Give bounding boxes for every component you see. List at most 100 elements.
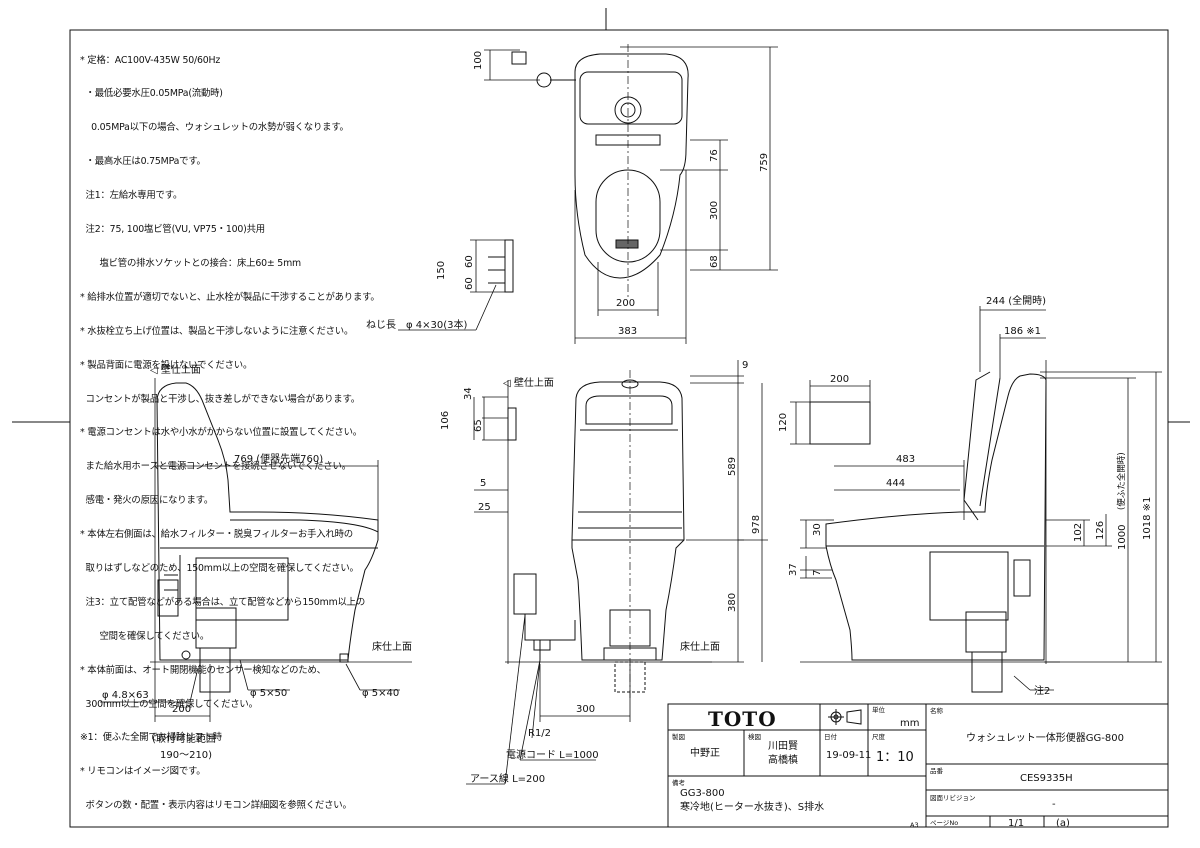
side-left-dimensions: [100, 460, 400, 722]
svg-text:mm: mm: [900, 718, 919, 729]
svg-text:19-09-11: 19-09-11: [826, 750, 871, 761]
svg-text:製図: 製図: [672, 732, 685, 741]
svg-text:444: 444: [886, 478, 905, 489]
svg-text:◁ 壁仕上面: ◁ 壁仕上面: [503, 376, 554, 389]
svg-text:A3: A3: [910, 821, 919, 829]
note-line: コンセントが製品と干渉し、抜き差しができない場合があります。: [80, 393, 361, 405]
toto-logo: TOTO: [708, 707, 777, 731]
svg-text:300: 300: [709, 201, 720, 220]
note-line: * 給排水位置が適切でないと、止水栓が製品に干渉することがあります。: [80, 291, 380, 303]
svg-text:9: 9: [742, 360, 748, 371]
annotation-labels: ◁ 壁仕上面 ◁ 壁仕上面 床仕上面 床仕上面 ねじ長 φ 4×30(3本) φ…: [102, 318, 1050, 785]
svg-text:R1/2: R1/2: [528, 728, 551, 739]
svg-text:1/1: 1/1: [1008, 818, 1024, 829]
svg-text:電源コード L=1000: 電源コード L=1000: [506, 748, 599, 761]
svg-text:769 (便器先端760): 769 (便器先端760): [234, 452, 323, 465]
note-line: * 電源コンセントは水や小水がかからない位置に設置してください。: [80, 427, 362, 439]
title-block: [667, 703, 1169, 828]
svg-text:200: 200: [830, 374, 849, 385]
note-line: ・最低必要水圧0.05MPa(流動時): [80, 88, 223, 100]
svg-text:978: 978: [751, 515, 762, 534]
svg-text:100: 100: [473, 51, 484, 70]
note-line: 300mm以上の空間を確保してください。: [80, 698, 258, 710]
svg-text:図面リビジョン: 図面リビジョン: [930, 793, 976, 802]
svg-text:60: 60: [464, 277, 475, 290]
svg-text:-: -: [1052, 799, 1056, 810]
svg-text:日付: 日付: [824, 732, 838, 741]
svg-text:高橋槙: 高橋槙: [768, 753, 798, 766]
note-line: * 製品背面に電源を設けないでください。: [80, 359, 253, 371]
svg-text:名称: 名称: [930, 706, 944, 715]
note-line: * リモコンはイメージ図です。: [80, 766, 206, 778]
svg-text:注2: 注2: [1034, 684, 1050, 697]
svg-text:106: 106: [440, 411, 451, 430]
note-line: * 本体前面は、オート開閉機能のセンサー検知などのため、: [80, 664, 326, 676]
svg-text:380: 380: [727, 593, 738, 612]
svg-text:589: 589: [727, 457, 738, 476]
svg-text:190～210): 190～210): [160, 750, 212, 761]
svg-text:ページNo: ページNo: [930, 819, 958, 827]
note-line: * 水抜栓立ち上げ位置は、製品と干渉しないように注意ください。: [80, 325, 354, 337]
note-line: * 本体左右側面は、給水フィルター・脱臭フィルターお手入れ時の: [80, 529, 353, 541]
svg-text:65: 65: [473, 419, 484, 432]
plan-view: [488, 44, 689, 300]
svg-text:150: 150: [436, 261, 447, 280]
svg-text:中野正: 中野正: [690, 746, 720, 759]
svg-text:126: 126: [1095, 521, 1106, 540]
front-view: [507, 370, 685, 700]
svg-text:φ 5×40: φ 5×40: [362, 688, 399, 699]
note-line: ・最高水圧は0.75MPaです。: [80, 156, 206, 168]
svg-text:300: 300: [576, 704, 595, 715]
svg-text:尺度: 尺度: [872, 732, 886, 741]
svg-text:φ 4.8×63: φ 4.8×63: [102, 690, 149, 701]
note-line: 塩ビ管の排水ソケットとの接合：床上60± 5mm: [80, 257, 301, 269]
svg-text:φ 5×50: φ 5×50: [250, 688, 287, 699]
front-dimensions: [466, 360, 768, 785]
svg-text:200: 200: [172, 704, 191, 715]
svg-text:1000: 1000: [1117, 525, 1128, 550]
svg-text:200: 200: [616, 298, 635, 309]
svg-text:483: 483: [896, 454, 915, 465]
svg-text:検図: 検図: [748, 732, 761, 741]
title-block-text: TOTO 単位 mm 名称 ウォシュレット一体形便器GG-800 製図 中野正 …: [672, 705, 1124, 829]
side-view-left: [154, 378, 379, 693]
projection-symbol: [828, 709, 862, 725]
svg-text:37: 37: [788, 563, 799, 576]
svg-text:CES9335H: CES9335H: [1020, 773, 1073, 784]
spec-notes: * 定格：AC100V-435W 50/60Hz ・最低必要水圧0.05MPa(…: [80, 32, 380, 823]
dimension-labels: 100 759 76 300 68 200 383 150 60 60 769 …: [172, 51, 1153, 715]
side-right-dimensions: [790, 306, 1162, 691]
svg-text:25: 25: [478, 502, 491, 513]
note-line: 注1：左給水専用です。: [80, 190, 183, 202]
note-line: ボタンの数・配置・表示内容はリモコン詳細図を参照ください。: [80, 800, 352, 812]
note-line: ※1：便ふた全開でお掃除リフト時: [80, 732, 222, 744]
svg-text:5: 5: [480, 478, 486, 489]
svg-text:備考: 備考: [672, 778, 686, 787]
svg-text:1018 ※1: 1018 ※1: [1142, 497, 1153, 540]
svg-text:寒冷地(ヒーター水抜き)、S排水: 寒冷地(ヒーター水抜き)、S排水: [680, 800, 824, 813]
svg-text:759: 759: [759, 153, 770, 172]
note-line: 注3：立て配管などがある場合は、立て配管などから150mm以上の: [80, 596, 366, 608]
svg-text:単位: 単位: [872, 705, 886, 714]
note-line: * 定格：AC100V-435W 50/60Hz: [80, 54, 221, 66]
svg-text:60: 60: [464, 255, 475, 268]
svg-text:34: 34: [463, 387, 474, 400]
svg-text:383: 383: [618, 326, 637, 337]
svg-text:(取付可能範囲: (取付可能範囲: [152, 732, 216, 745]
svg-text:102: 102: [1073, 523, 1084, 542]
note-line: 感電・発火の原因になります。: [80, 495, 214, 507]
svg-text:120: 120: [778, 413, 789, 432]
note-line: また給水用ホースと電源コンセントを接続させないでください。: [80, 461, 352, 473]
svg-text:1：10: 1：10: [876, 750, 914, 765]
svg-text:244 (全開時): 244 (全開時): [986, 294, 1046, 307]
svg-text:アース線 L=200: アース線 L=200: [470, 772, 545, 785]
svg-text:76: 76: [709, 149, 720, 162]
plan-dimensions: [398, 46, 778, 344]
svg-text:ねじ長 φ 4×30(3本): ねじ長 φ 4×30(3本): [366, 318, 468, 331]
svg-text:(a): (a): [1056, 818, 1070, 829]
svg-text:川田賢: 川田賢: [768, 740, 798, 752]
svg-text:7: 7: [812, 570, 823, 576]
svg-text:ウォシュレット一体形便器GG-800: ウォシュレット一体形便器GG-800: [966, 731, 1124, 744]
svg-text:GG3-800: GG3-800: [680, 788, 725, 799]
